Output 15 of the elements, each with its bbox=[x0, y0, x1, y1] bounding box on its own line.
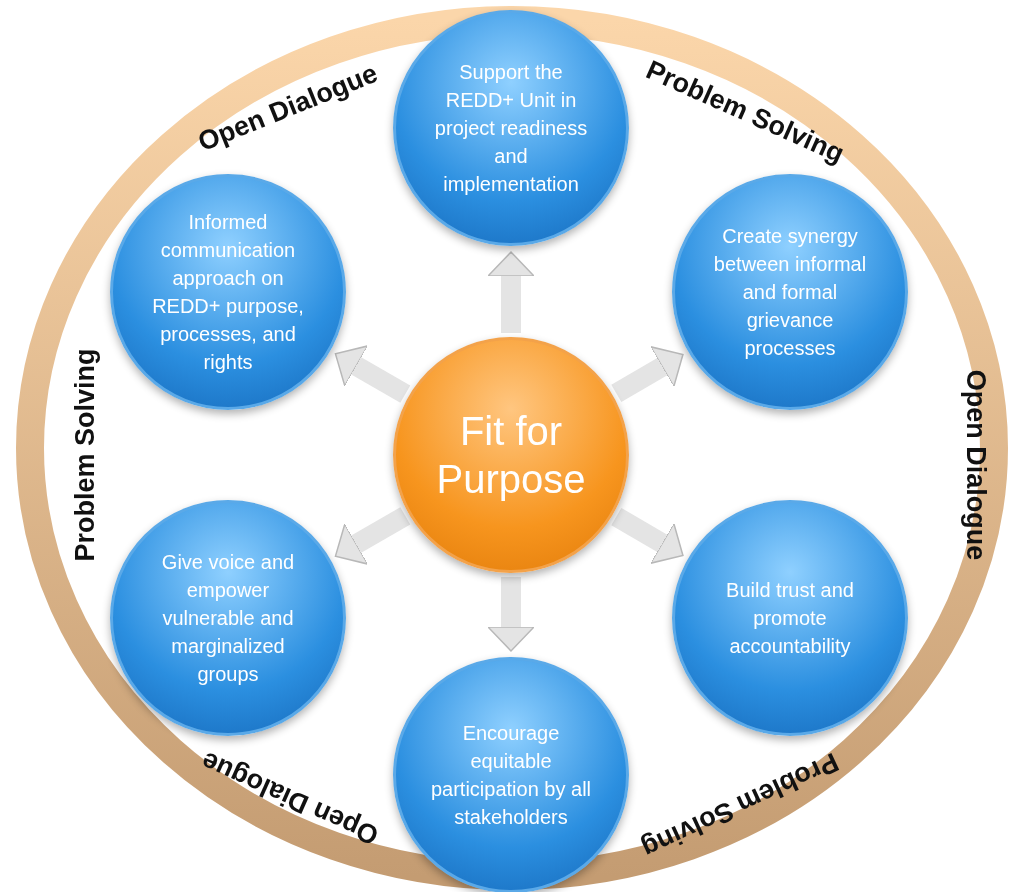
block-arrow bbox=[611, 346, 684, 403]
block-arrow bbox=[334, 507, 411, 565]
circle-text: Give voice and empower vulnerable and marginalized groups bbox=[160, 550, 296, 687]
block-arrow bbox=[487, 251, 535, 333]
circle-text: Informed communication approach on REDD+ purpose, processes, and rights bbox=[151, 210, 305, 375]
circle-text: Create synergy between informal and formal grievance processes bbox=[712, 224, 868, 361]
circle-text: Fit for Purpose bbox=[435, 408, 587, 503]
circle-text: Build trust and promote accountability bbox=[725, 578, 855, 659]
ring-label: Open Dialogue bbox=[959, 369, 991, 561]
block-arrow bbox=[334, 345, 411, 403]
block-arrow bbox=[487, 577, 535, 652]
ring-label: Problem Solving bbox=[69, 348, 101, 562]
circle-text: Encourage equitable participation by all stakeholders bbox=[429, 721, 593, 830]
circle-text: Support the REDD+ Unit in project readiness and implementation bbox=[433, 60, 589, 197]
block-arrow bbox=[611, 507, 684, 564]
